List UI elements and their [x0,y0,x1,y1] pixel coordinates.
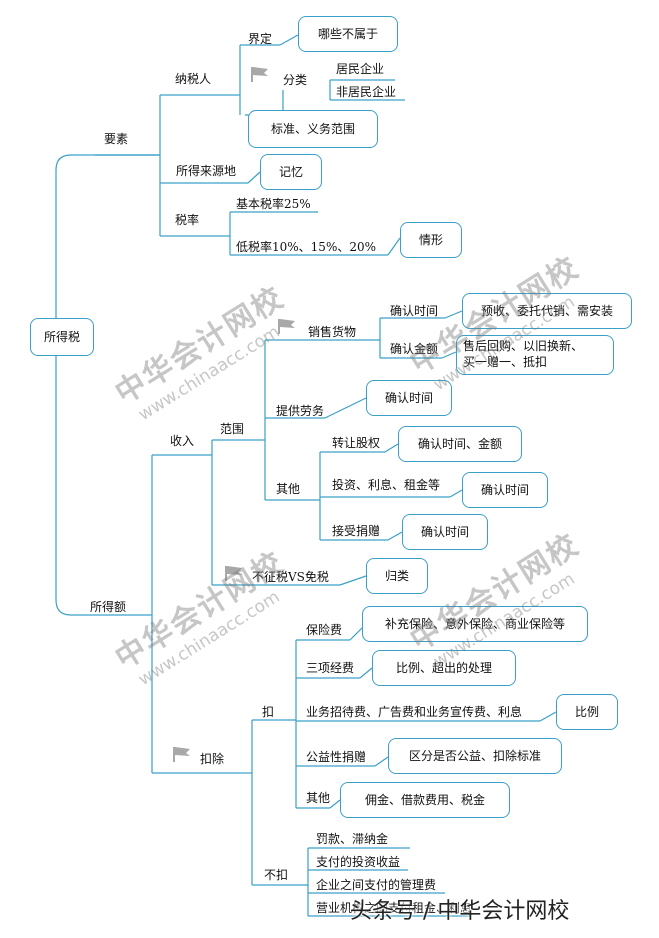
node-donation: 接受捐赠 [332,524,381,538]
node-branch: 营业机构之间支付租金、利息 [316,901,473,915]
node-scope: 范围 [220,422,245,436]
node-invest: 投资、利息、租金等 [332,478,441,492]
node-source: 所得来源地 [176,164,237,178]
flag-icon [251,67,268,82]
node-income: 收入 [170,434,195,448]
node-no-deduct: 不扣 [264,868,289,882]
node-nontax: 不征税VS免税 [252,570,329,584]
node-other-income: 其他 [276,482,301,496]
node-low-rate: 低税率10%、15%、20% [236,240,377,254]
node-equity: 转让股权 [332,436,381,450]
node-classify: 分类 [283,73,308,87]
box-three-funds: 比例、超出的处理 [372,650,516,686]
box-entertainment: 比例 [556,694,618,730]
box-confirm-time: 预收、委托代销、需安装 [462,293,632,329]
footer-source: 头条号 / 中华会计网校 [350,899,570,924]
box-service: 确认时间 [366,380,452,416]
node-rate: 税率 [175,213,200,227]
box-classify: 标准、义务范围 [248,110,378,148]
box-donation: 确认时间 [402,514,488,550]
node-charity: 公益性捐赠 [306,750,367,764]
box-equity: 确认时间、金额 [398,426,522,462]
node-invest-loss: 支付的投资收益 [316,855,401,869]
box-charity: 区分是否公益、扣除标准 [388,738,562,774]
box-invest: 确认时间 [462,472,548,508]
node-resident: 居民企业 [336,62,385,76]
box-source: 记忆 [260,154,322,190]
flag-icon [278,319,295,334]
node-entertainment: 业务招待费、广告费和业务宣传费、利息 [306,705,523,719]
node-service: 提供劳务 [276,404,325,418]
branch-elements: 要素 [104,132,129,146]
node-deduction: 扣除 [200,752,225,766]
node-deduct: 扣 [262,705,275,719]
box-confirm-amount-line-1: 售后回购、以旧换新、 [463,339,584,353]
box-confirm-amount: 售后回购、以旧换新、 买一赠一、抵扣 [456,335,614,375]
box-confirm-amount-line-2: 买一赠一、抵扣 [463,355,548,369]
box-other-deduct: 佣金、借款费用、税金 [340,782,510,818]
box-low-rate: 情形 [400,222,462,258]
node-taxpayer: 纳税人 [175,72,212,86]
node-nonresident: 非居民企业 [336,85,397,99]
node-sales: 销售货物 [308,325,357,339]
node-insurance: 保险费 [306,623,343,637]
box-define: 哪些不属于 [298,16,398,52]
box-insurance: 补充保险、意外保险、商业保险等 [362,606,588,642]
node-mgmt-fee: 企业之间支付的管理费 [316,878,437,892]
flag-icon [173,747,190,762]
node-fines: 罚款、滞纳金 [316,832,389,846]
node-three-funds: 三项经费 [306,661,355,675]
node-confirm-time: 确认时间 [390,304,439,318]
node-other-deduct: 其他 [306,791,331,805]
box-nontax: 归类 [366,558,428,594]
flag-icon [225,566,242,581]
branch-taxable-income: 所得额 [90,600,127,614]
node-basic-rate: 基本税率25% [236,197,311,211]
node-confirm-amount: 确认金额 [390,342,439,356]
node-define: 界定 [248,32,273,46]
root-node: 所得税 [30,318,94,356]
